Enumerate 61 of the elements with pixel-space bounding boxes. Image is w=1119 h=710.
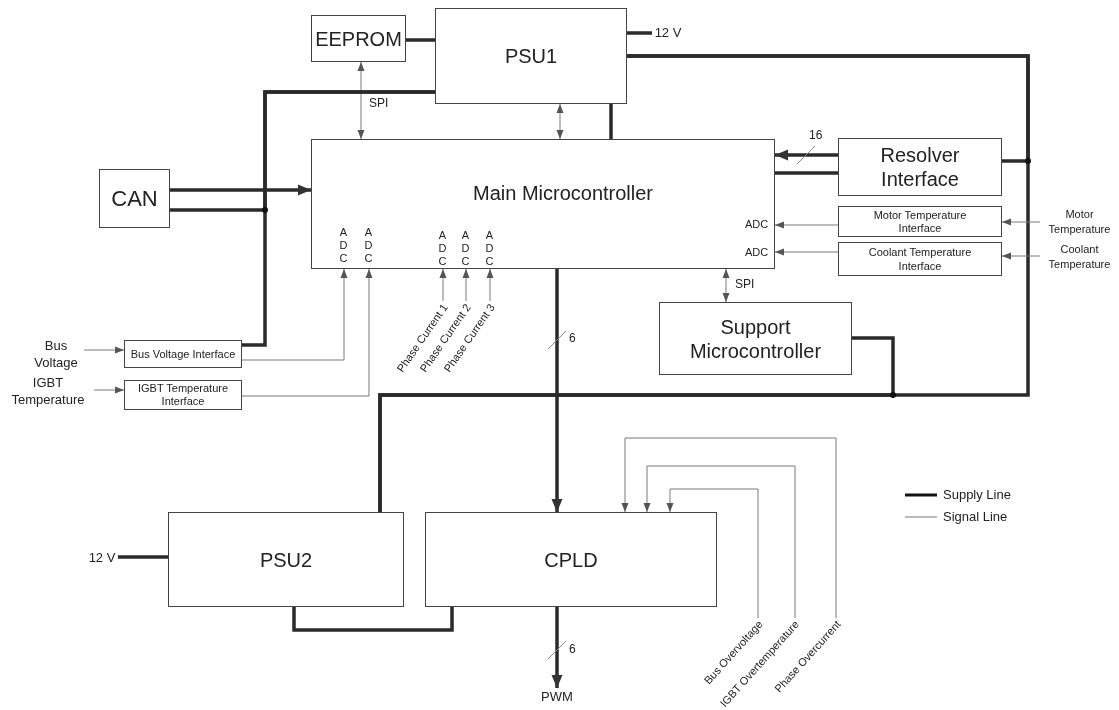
pin-label: ADC — [745, 218, 769, 231]
block-box: Motor Temperature Interface — [838, 206, 1002, 237]
connector — [439, 268, 447, 302]
pin-label: ADC — [363, 226, 374, 265]
signal-label: 12 V — [652, 25, 684, 41]
block-box: PSU2 — [168, 512, 404, 607]
signal-label: 12 V — [86, 550, 118, 566]
connector — [462, 268, 470, 302]
connector — [666, 488, 759, 619]
signal-label: IGBT Temperature — [2, 372, 94, 410]
connector — [1001, 252, 1041, 260]
block-box: PSU1 — [435, 8, 627, 104]
block-box: Support Microcontroller — [659, 302, 852, 375]
pin-label: ADC — [745, 246, 769, 259]
connector — [241, 268, 348, 361]
signal-label: Motor Temperature — [1040, 205, 1119, 239]
connector — [118, 555, 168, 559]
connector — [406, 38, 435, 42]
edge-label: SPI — [734, 277, 756, 291]
edge-label: 6 — [568, 331, 577, 345]
signal-label: PWM — [537, 688, 577, 705]
signal-label: Coolant Temperature — [1040, 240, 1119, 274]
connector — [621, 437, 837, 619]
connector — [643, 465, 796, 619]
connector — [775, 171, 838, 175]
edge-label: 6 — [568, 642, 577, 656]
block-box: IGBT Temperature Interface — [124, 380, 242, 410]
legend-label: Supply Line — [943, 486, 1011, 504]
block-box: CPLD — [425, 512, 717, 607]
pin-label: ADC — [484, 229, 495, 268]
connector — [242, 90, 435, 347]
connector — [609, 104, 613, 139]
connector — [170, 184, 311, 196]
connector — [1001, 218, 1041, 226]
connector — [722, 268, 730, 303]
connector — [357, 61, 365, 140]
connector — [83, 346, 125, 354]
connector — [774, 221, 839, 229]
block-box: CAN — [99, 169, 170, 228]
block-box: Coolant Temperature Interface — [838, 242, 1002, 276]
connector — [93, 386, 125, 394]
connector — [486, 268, 494, 302]
connector — [378, 336, 895, 512]
connector — [551, 269, 563, 512]
legend-label: Signal Line — [943, 508, 1008, 526]
pin-label: ADC — [437, 229, 448, 268]
connector — [292, 607, 454, 632]
block-box: Bus Voltage Interface — [124, 340, 242, 368]
edge-label: 16 — [808, 128, 824, 142]
block-box: Resolver Interface — [838, 138, 1002, 196]
connector — [551, 607, 563, 688]
connector — [556, 103, 564, 140]
edge-label: SPI — [368, 96, 390, 110]
connector — [775, 149, 838, 161]
connector — [627, 31, 652, 35]
block-box: EEPROM — [311, 15, 406, 62]
signal-label: Bus Voltage — [28, 335, 84, 373]
connector — [241, 268, 373, 397]
pin-label: ADC — [460, 229, 471, 268]
connector — [774, 248, 839, 256]
pin-label: ADC — [338, 226, 349, 265]
